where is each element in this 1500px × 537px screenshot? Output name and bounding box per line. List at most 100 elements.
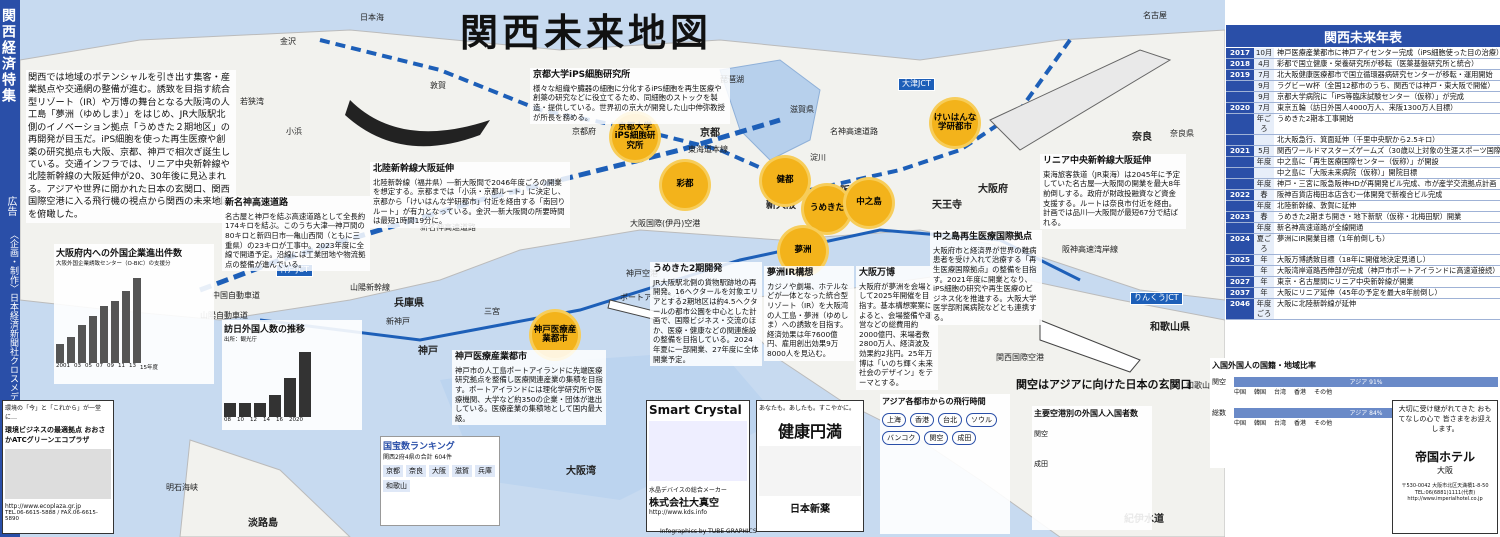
ad-green-head: 環境の「今」と「これから」が一堂に… bbox=[5, 405, 102, 421]
label-shin-kobe: 新神戸 bbox=[386, 317, 410, 326]
fdi-bar bbox=[133, 278, 141, 363]
timeline-when: 7月 bbox=[1254, 70, 1274, 80]
timeline-year bbox=[1226, 114, 1254, 134]
visitors-bar bbox=[299, 352, 311, 417]
timeline-row: 年度北陸新幹線、敦賀に延伸 bbox=[1226, 201, 1500, 212]
entrants-title: 主要空港別の外国人入国者数 bbox=[1034, 409, 1138, 418]
block-kobe-med-text: 神戸市の人工島ポートアイランドに先端医療研究拠点を整備し医療関連産業の集積を目指… bbox=[455, 365, 603, 423]
timeline-when: 夏ごろ bbox=[1254, 234, 1274, 254]
block-ips-title: 京都大学iPS細胞研究所 bbox=[533, 70, 631, 80]
flight-title: アジア各都市からの飛行時間 bbox=[882, 397, 986, 406]
ranking-item: 奈良 bbox=[406, 465, 426, 477]
label-tsuruga: 敦賀 bbox=[430, 81, 446, 90]
timeline-when: 年度ごろ bbox=[1254, 299, 1274, 319]
timeline-year: 2025 bbox=[1226, 255, 1254, 265]
timeline-year bbox=[1226, 223, 1254, 233]
label-kobe-airport: 神戸空港 bbox=[626, 269, 658, 278]
fdi-bar bbox=[78, 325, 86, 363]
label-akashi: 明石海峡 bbox=[166, 483, 198, 492]
nationality-country: 香港 bbox=[1294, 420, 1307, 427]
block-yumeshima-ir-text: カジノや劇場、ホテルなどが一体となった統合型リゾート（IR）を大阪湾の人工島・夢… bbox=[767, 281, 849, 359]
visitors-tick: 08 bbox=[224, 417, 231, 423]
credit: Infographics by TUBE GRAPHICS bbox=[660, 528, 757, 535]
timeline-year: 2037 bbox=[1226, 288, 1254, 298]
fdi-bar bbox=[122, 291, 130, 363]
timeline-event: 新名神高速道路が全線開通 bbox=[1277, 223, 1364, 232]
timeline-row: 年大阪湾岸道路西伸部が完成（神戸市ポートアイランドに高速道接続） bbox=[1226, 266, 1500, 277]
label-tokaido: 東海道本線 bbox=[688, 145, 728, 154]
flight-cities: 上海香港台北ソウルバンコク関空成田 bbox=[882, 413, 1008, 445]
chart-fdi-source: 大阪外国企業誘致センター（O-BIC）の支援分 bbox=[56, 261, 171, 267]
block-kobe-med: 神戸医療産業都市 神戸市の人工島ポートアイランドに先端医療研究拠点を整備し医療関… bbox=[452, 350, 606, 426]
entrants-chart: 主要空港別の外国人入国者数 関空 成田 bbox=[1032, 406, 1152, 530]
ad-daishinku-url[interactable]: http://www.kds.info bbox=[649, 509, 708, 516]
jct-otsu: 大津JCT bbox=[898, 78, 935, 91]
visitors-tick: 2020 bbox=[289, 417, 303, 423]
fdi-tick: 15年度 bbox=[140, 365, 158, 371]
timeline-row: 中之島に「大阪未来病院（仮称）」開院目標 bbox=[1226, 168, 1500, 179]
label-kansai-airport: 関西国際空港 bbox=[996, 353, 1044, 362]
fdi-tick: 13 bbox=[129, 363, 136, 369]
ad-daishinku-head: Smart Crystal bbox=[649, 403, 742, 417]
timeline-year: 2022 bbox=[1226, 190, 1254, 200]
timeline-when bbox=[1254, 168, 1274, 178]
timeline-year bbox=[1226, 201, 1254, 211]
block-hokuriku: 北陸新幹線大阪延伸 北陸新幹線（福井県）―新大阪間で2046年度ごろの開業を想定… bbox=[370, 162, 570, 228]
timeline-year: 2027 bbox=[1226, 277, 1254, 287]
entrants-kix: 関空 bbox=[1034, 430, 1048, 438]
label-shin-osaka: 新大阪 bbox=[766, 200, 796, 211]
ad-hotel-city: 大阪 bbox=[1437, 466, 1453, 476]
fdi-tick: 2001 bbox=[56, 363, 70, 369]
ad-nippon-shinyaku[interactable]: あなたも。あしたも。すこやかに。 健康円満 日本新薬 bbox=[756, 400, 864, 532]
nationality-total-bar: アジア 84% bbox=[1234, 408, 1498, 418]
fdi-tick: 03 bbox=[74, 363, 81, 369]
block-yumeshima-ir: 夢洲IR構想 カジノや劇場、ホテルなどが一体となった統合型リゾート（IR）を大阪… bbox=[764, 266, 854, 361]
block-linear-text: 東海旅客鉄道（JR東海）は2045年に予定していた名古屋―大阪間の開業を最大8年… bbox=[1043, 169, 1181, 227]
ad-imperial-hotel[interactable]: 大切に受け継がれてきた おもてなしの心で 皆さまをお迎えします。 帝国ホテル 大… bbox=[1392, 400, 1498, 534]
timeline-event: 東京・名古屋間にリニア中央新幹線が開業 bbox=[1277, 277, 1414, 286]
flight-time-chart: アジア各都市からの飛行時間 上海香港台北ソウルバンコク関空成田 bbox=[880, 394, 1010, 534]
timeline-when: 春 bbox=[1254, 212, 1274, 222]
block-banpaku: 大阪万博 大阪府が夢洲を会場として2025年開催を目指す。基本構想案案によると、… bbox=[856, 266, 938, 390]
fdi-bar bbox=[100, 306, 108, 363]
timeline-when: 年度 bbox=[1254, 179, 1274, 189]
nationality-kix-label: 関空 bbox=[1212, 378, 1226, 386]
nationality-total-label: 総数 bbox=[1212, 409, 1226, 417]
ranking-list: 京都奈良大阪滋賀兵庫和歌山 bbox=[383, 465, 497, 492]
block-hokuriku-text: 北陸新幹線（福井県）―新大阪間で2046年度ごろの開業を想定する。京都までは「小… bbox=[373, 177, 566, 226]
linear-train bbox=[989, 49, 1172, 151]
nationality-country: その他 bbox=[1314, 420, 1333, 427]
nationality-country: その他 bbox=[1314, 389, 1333, 396]
timeline-row: 北大阪急行、箕面延伸（千里中央駅から2.5キロ） bbox=[1226, 135, 1500, 146]
ad-hotel-url[interactable]: http://www.imperialhotel.co.jp bbox=[1407, 496, 1483, 503]
timeline-when: 年 bbox=[1254, 288, 1274, 298]
block-ips-text: 様々な組織や臓器の細胞に分化するiPS細胞を再生医療や創薬の研究などに役立てるた… bbox=[533, 83, 725, 122]
timeline-when: 年ごろ bbox=[1254, 114, 1274, 134]
block-shinmeishin-title: 新名神高速道路 bbox=[225, 198, 289, 208]
timeline-year bbox=[1226, 266, 1254, 276]
chart-visitors-title: 訪日外国人数の推移 bbox=[224, 325, 306, 335]
ad-green-url[interactable]: http://www.ecoplaza.gr.jp bbox=[5, 503, 82, 510]
visitors-bar bbox=[284, 377, 296, 417]
entrants-narita: 成田 bbox=[1034, 460, 1048, 468]
timeline-event: 北大阪急行、箕面延伸（千里中央駅から2.5キロ） bbox=[1277, 135, 1440, 144]
ad-daishinku[interactable]: Smart Crystal 水晶デバイスの総合メーカー 株式会社大真空 http… bbox=[646, 400, 750, 532]
label-kyoto: 京都 bbox=[700, 128, 720, 139]
timeline-event: 中之島に「再生医療国際センター（仮称）」が開設 bbox=[1277, 157, 1439, 166]
timeline-event: ラグビーW杯（全国12都市のうち、関西では神戸・東大阪で開催） bbox=[1277, 81, 1495, 90]
flight-city: 香港 bbox=[910, 413, 934, 427]
block-linear-title: リニア中央新幹線大阪延伸 bbox=[1043, 156, 1152, 166]
block-shinmeishin: 新名神高速道路 名古屋と神戸を結ぶ高速道路として全長約174キロを結ぶ。このうち… bbox=[222, 196, 370, 272]
visitors-tick: 16 bbox=[276, 417, 283, 423]
ad-green-eco[interactable]: 環境の「今」と「これから」が一堂に… 環境ビジネスの最適拠点 おおさかATCグリ… bbox=[2, 400, 114, 534]
label-sanyo-shinkansen: 山陽新幹線 bbox=[350, 283, 390, 292]
timeline-year bbox=[1226, 135, 1254, 145]
label-itami: 大阪国際(伊丹)空港 bbox=[630, 219, 701, 228]
label-biwako: 琵琶湖 bbox=[720, 75, 744, 84]
